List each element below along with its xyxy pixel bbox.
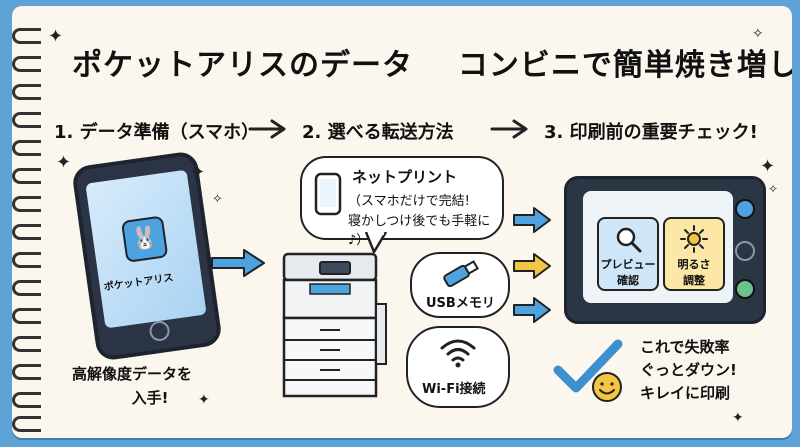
smiley-icon [592,372,622,402]
monitor-button [735,199,755,219]
ring [12,112,41,128]
arrow-right-icon [513,253,551,279]
ring [12,308,41,324]
sparkle-icon: ✦ [190,162,206,183]
ring [12,28,41,44]
usb-icon [443,260,479,288]
netprint-bubble: ネットプリント （スマホだけで完結! 寝かしつけ後でも手軽に♪） [300,156,504,248]
netprint-line-2: 寝かしつけ後でも手軽に♪） [348,214,491,248]
ring [12,364,41,380]
result-caption: これで失敗率 ぐっとダウン! キレイに印刷 [640,338,737,402]
ring [12,140,41,156]
netprint-title: ネットプリント [352,168,458,186]
ring [12,416,41,432]
ring [12,392,41,408]
app-label: ポケットアリス [103,272,175,294]
usb-label: USBメモリ [426,296,495,311]
title-part-1: ポケットアリスのデータ [72,48,413,83]
sparkle-icon: ✦ [732,410,744,426]
ring [12,56,41,72]
step-3-heading: 3. 印刷前の重要チェック! [540,118,762,146]
arrow-right-icon [513,297,551,323]
step-2-heading: 2. 選べる転送方法 [298,118,458,146]
netprint-line-1: （スマホだけで完結! [348,194,470,209]
page-title: ポケットアリスのデータ コンビニで簡単焼き増し! [62,40,792,84]
ring [12,280,41,296]
checkmark-icon [553,339,623,393]
printer-touch-screen: プレビュー 確認 明るさ 調整 [564,176,766,324]
sparkle-icon: ✧ [768,182,779,196]
arrow-right-icon [248,119,286,139]
arrow-right-icon [513,207,551,233]
sparkle-icon: ✧ [212,192,223,207]
brightness-adjust-tile: 明るさ 調整 [663,217,725,291]
monitor-button [735,279,755,299]
title-part-2: コンビニで簡単焼き増し! [457,48,792,83]
arrow-right-icon [211,249,265,277]
bubble-tail [364,232,388,254]
preview-check-tile: プレビュー 確認 [597,217,659,291]
monitor-button [735,241,755,261]
phone-icon [314,172,342,216]
phone-caption: 高解像度データを 入手! [72,365,193,407]
ring [12,252,41,268]
rabbit-icon: 🐰 [120,215,169,263]
step-1-heading: 1. データ準備（スマホ） [50,118,264,146]
sparkle-icon: ✦ [760,156,776,177]
ring [12,84,41,100]
notebook-page: ポケットアリスのデータ コンビニで簡単焼き増し! ✦ ✧ 1. データ準備（スマ… [12,6,792,438]
ring [12,168,41,184]
search-icon [616,227,642,253]
wifi-bubble: Wi-Fi接続 [406,326,510,408]
ring [12,336,41,352]
arrow-right-icon [490,119,528,139]
ring [12,224,41,240]
usb-bubble: USBメモリ [410,252,510,318]
sparkle-icon: ✦ [198,392,210,408]
sparkle-icon: ✦ [48,26,64,47]
printer-icon [282,252,387,398]
wifi-icon [440,339,476,368]
wifi-label: Wi-Fi接続 [422,382,486,397]
sparkle-icon: ✦ [56,152,72,173]
sun-icon [680,225,708,253]
sparkle-icon: ✧ [752,26,764,42]
ring [12,196,41,212]
